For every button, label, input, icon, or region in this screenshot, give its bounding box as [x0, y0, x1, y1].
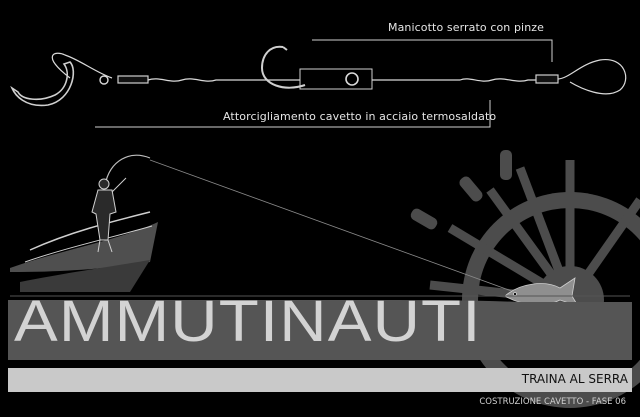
- annotation-lines: [95, 39, 553, 128]
- hook-icon: [260, 45, 306, 89]
- sleeve-annotation: Manicotto serrato con pinze: [388, 21, 545, 34]
- boat-icon: [10, 211, 158, 292]
- hook-icon: [10, 61, 75, 107]
- brand-name: AMMUTINAUTI: [14, 289, 482, 354]
- footer-caption: COSTRUZIONE CAVETTO - FASE 06: [479, 397, 626, 407]
- fishing-line: [149, 159, 521, 295]
- subtitle-band: [8, 368, 632, 392]
- fisherman-icon: [91, 177, 127, 253]
- wire-leader-diagram: [10, 45, 627, 107]
- twist-annotation: Attorcigliamento cavetto in acciaio term…: [223, 110, 497, 123]
- subtitle: TRAINA AL SERRA: [521, 372, 628, 386]
- brand-bar: [8, 300, 632, 360]
